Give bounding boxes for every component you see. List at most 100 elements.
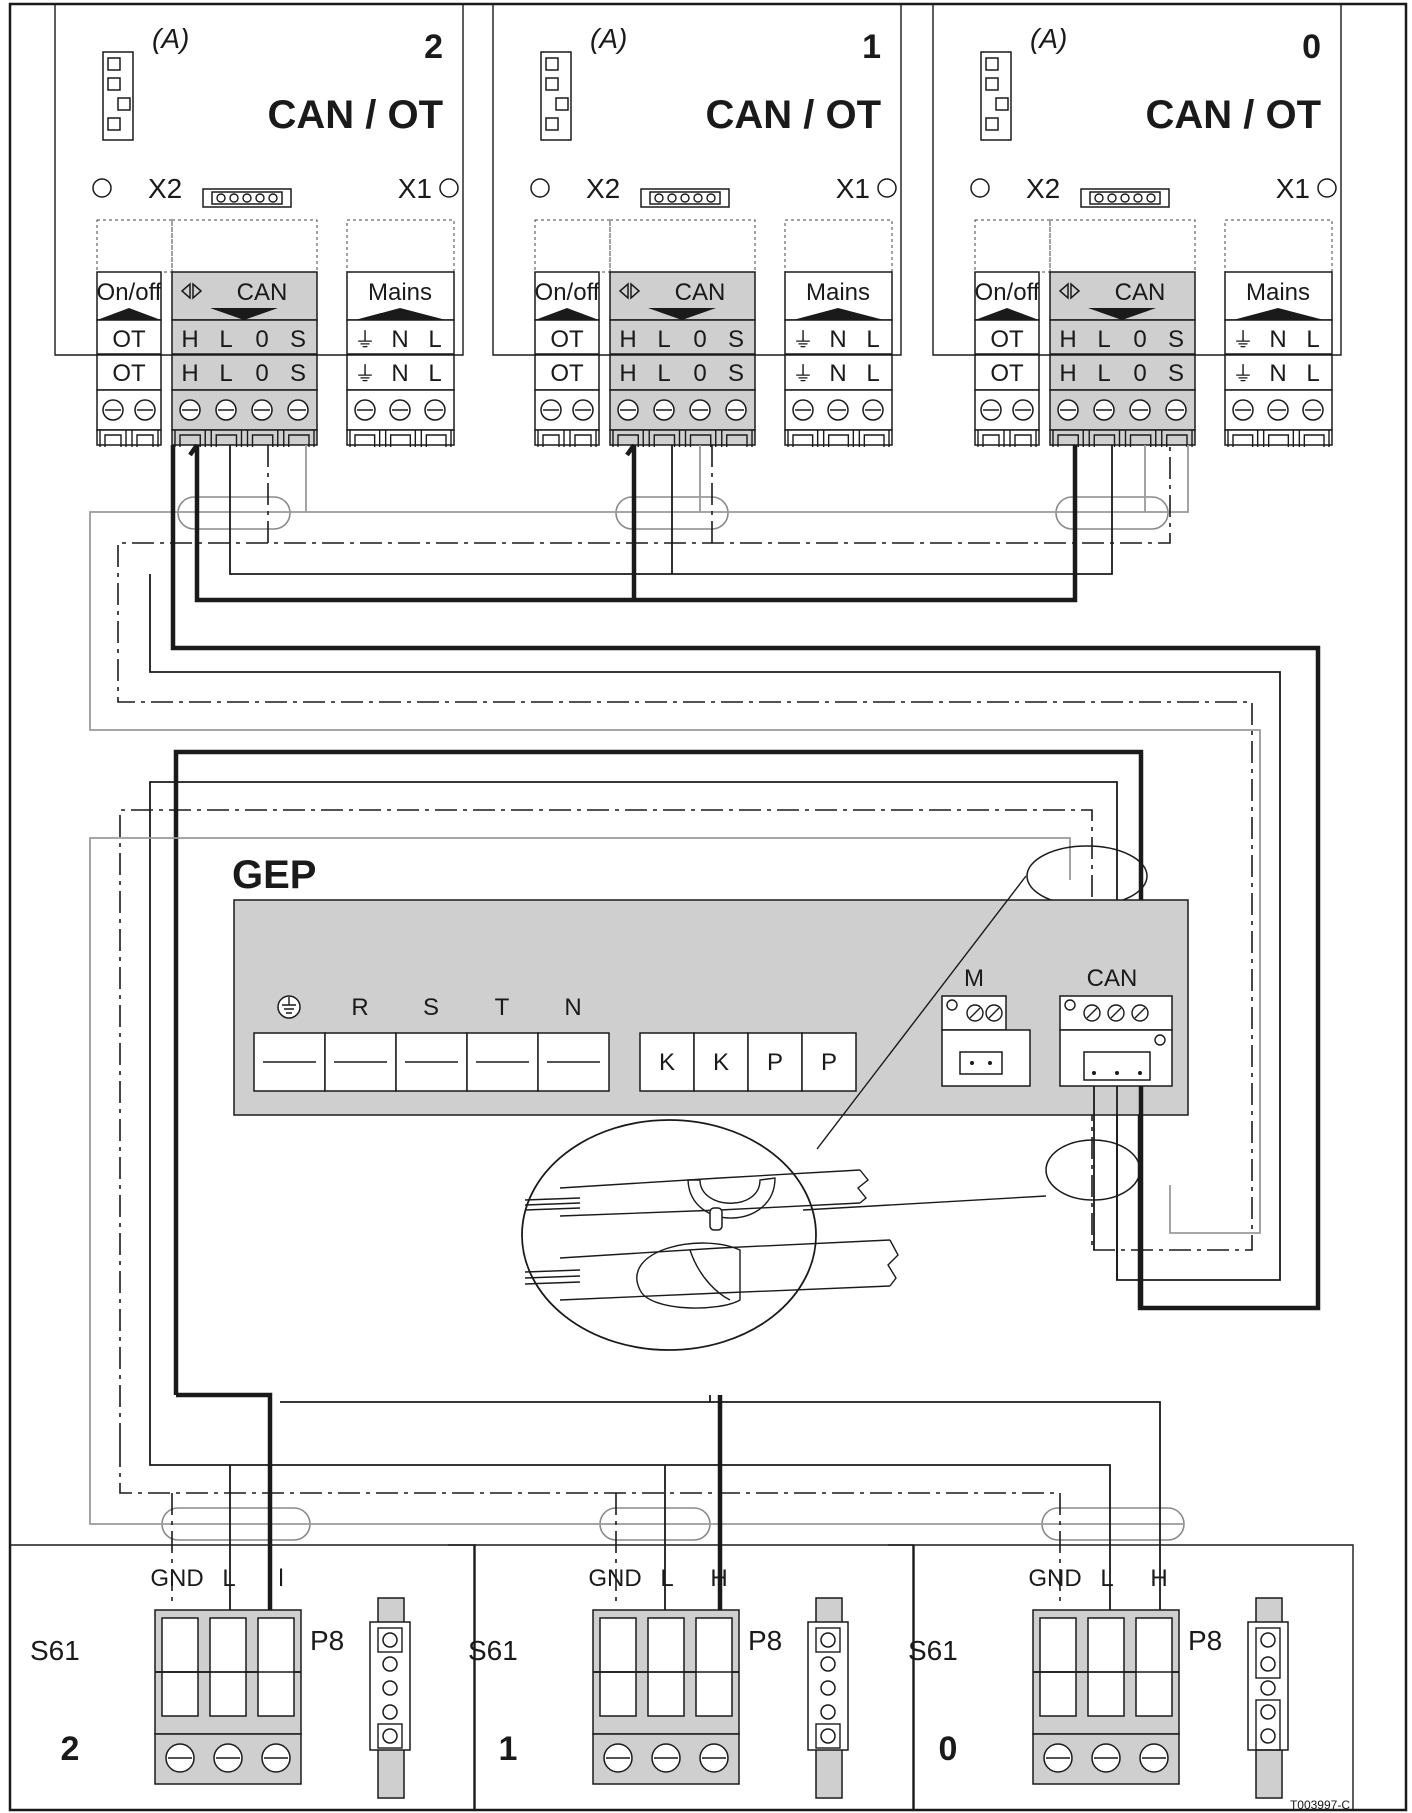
s61-wire-h-thin [280, 1395, 1161, 1610]
screw-terminal-icon [617, 399, 639, 421]
gep-terminal [324, 1032, 397, 1092]
s61-pin-label: L [222, 1565, 235, 1592]
mains-pin-lower: N [829, 360, 846, 387]
can-pin-upper: 0 [255, 326, 268, 353]
jumper-block-icon [980, 51, 1012, 141]
mains-label: Mains [806, 279, 870, 306]
can-label: CAN [237, 279, 288, 306]
mains-pin-upper: N [829, 326, 846, 353]
mains-pin-upper: ⏚ [1233, 329, 1254, 352]
screw-terminal-icon [827, 399, 849, 421]
ot-lower-label: OT [550, 360, 584, 387]
screw-terminal-icon [1302, 399, 1324, 421]
mains-pin-upper: L [428, 326, 441, 353]
mains-pin-upper: ⏚ [355, 329, 376, 352]
s61-pin-label: GND [588, 1565, 641, 1592]
boiler-index: 0 [1302, 28, 1321, 66]
led-indicator [439, 178, 459, 198]
screw-terminal-icon [1232, 399, 1254, 421]
screw-terminal-icon [1091, 1743, 1121, 1773]
mains-pin-lower: L [1306, 360, 1319, 387]
option-label: (A) [152, 23, 189, 54]
screw-terminal-icon [1012, 399, 1034, 421]
s61-terminal-block [1032, 1609, 1180, 1785]
cable-sleeve [177, 496, 291, 530]
earth-icon [277, 995, 301, 1019]
can-pin-lower: 0 [693, 360, 706, 387]
can-pin-upper: L [219, 326, 232, 353]
can-pin-lower: H [181, 360, 198, 387]
screw-terminal-icon [572, 399, 594, 421]
gep-terminal-label: N [564, 994, 581, 1021]
s61-pin-label: GND [1028, 1565, 1081, 1592]
gep-relay-box [693, 1032, 749, 1092]
onoff-label: On/off [975, 279, 1040, 306]
screw-terminal-icon [134, 399, 156, 421]
can-pin-upper: H [619, 326, 636, 353]
jumper-block-icon [807, 1597, 849, 1799]
gep-wire-h [173, 749, 1144, 1395]
mains-pin-upper: L [1306, 326, 1319, 353]
can-pin-upper: 0 [1133, 326, 1146, 353]
shield-ellipse [1045, 1139, 1141, 1201]
bus-wiring [89, 443, 1321, 1311]
bidirectional-arrow-icon [180, 282, 203, 300]
can-pin-lower: L [219, 360, 232, 387]
screw-terminal-icon [424, 399, 446, 421]
terminal-pins [99, 430, 159, 447]
can-pin-upper: H [1059, 326, 1076, 353]
option-label: (A) [1030, 23, 1067, 54]
option-label: (A) [590, 23, 627, 54]
terminal-pins [977, 430, 1037, 447]
onoff-label: On/off [97, 279, 162, 306]
mains-pin-upper: N [391, 326, 408, 353]
gep-relay-box [801, 1032, 857, 1092]
screw-terminal-icon [251, 399, 273, 421]
mains-pin-upper: ⏚ [793, 329, 814, 352]
gep-relay-box [639, 1032, 695, 1092]
wire-s-grey [89, 445, 1261, 1234]
screw-terminal-icon [354, 399, 376, 421]
gep-m-label: M [964, 965, 984, 992]
s61-name: S61 [30, 1635, 80, 1666]
gep-m-connector [941, 995, 1031, 1087]
led-indicator [530, 178, 550, 198]
can-pin-upper: H [181, 326, 198, 353]
can-pin-upper: 0 [693, 326, 706, 353]
led-indicator [970, 178, 990, 198]
onoff-label: On/off [535, 279, 600, 306]
screw-terminal-icon [689, 399, 711, 421]
ot-upper-label: OT [990, 326, 1024, 353]
can-pin-lower: S [1168, 360, 1184, 387]
x1-label: X1 [836, 173, 870, 204]
boiler-index: 2 [424, 28, 443, 66]
jumper-block-icon [540, 51, 572, 141]
s61-wire-h-thick [176, 1392, 723, 1610]
s61-pin-label: H [1150, 1565, 1167, 1592]
mains-pin-lower: L [866, 360, 879, 387]
terminal-pins [174, 430, 315, 447]
jumper-block-icon [102, 51, 134, 141]
screw-terminal-icon [653, 399, 675, 421]
s61-index: 1 [499, 1730, 518, 1768]
jumper-block-icon [1247, 1597, 1289, 1799]
bidirectional-arrow-icon [1058, 282, 1081, 300]
s61-wire-0-dashdot [119, 1445, 1061, 1605]
s61-pin-label: L [1100, 1565, 1113, 1592]
x2-label: X2 [148, 173, 182, 204]
screw-terminal-icon [179, 399, 201, 421]
s61-pin-label: l [278, 1565, 283, 1592]
can-label: CAN [675, 279, 726, 306]
led-indicator [1317, 178, 1337, 198]
gep-relay-label: K [713, 1049, 729, 1076]
